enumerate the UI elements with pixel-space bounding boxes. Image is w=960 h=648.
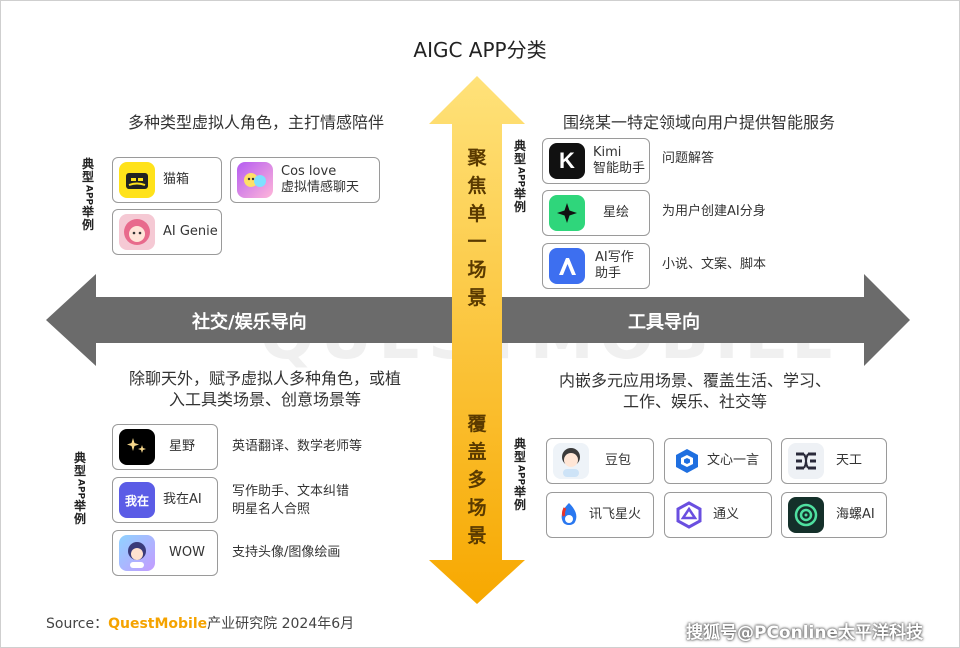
app-card-coslove[interactable]: Cos love 虚拟情感聊天 (230, 157, 380, 203)
app-card-maoxiang[interactable]: 猫箱 (112, 157, 222, 203)
quadrant-tr-example-label: 典型 APP 举例 (510, 140, 530, 214)
coslove-icon (237, 162, 273, 198)
app-name: Cos love 虚拟情感聊天 (281, 164, 359, 196)
app-note-kimi: 问题解答 (662, 150, 714, 168)
app-card-aigenie[interactable]: AI Genie (112, 209, 222, 255)
app-name: AI写作 助手 (595, 250, 634, 282)
app-name: 星野 (169, 439, 195, 455)
source-note: Source：QuestMobile产业研究院 2024年6月 (46, 613, 354, 633)
app-note-wozai: 写作助手、文本纠错 明星名人合照 (232, 483, 349, 519)
quadrant-bl-description: 除聊天外，赋予虚拟人多种角色，或植 入工具类场景、创意场景等 (90, 368, 440, 410)
axis-left-label: 社交/娱乐导向 (192, 308, 307, 334)
quadrant-tr-description: 围绕某一特定领域向用户提供智能服务 (534, 112, 864, 133)
axis-bottom-label: 覆盖多 场景 (462, 410, 492, 550)
hailuo-icon (788, 497, 824, 533)
app-name: AI Genie (163, 224, 218, 240)
app-card-wozai[interactable]: 我在 我在AI (112, 477, 218, 523)
quadrant-tl-example-label: 典型 APP 举例 (78, 158, 98, 232)
app-card-hailuo[interactable]: 海螺AI (781, 492, 887, 538)
maoxiang-icon (119, 162, 155, 198)
xunfei-icon (551, 497, 587, 533)
app-card-tongyi[interactable]: 通义 (664, 492, 772, 538)
footer-watermark: 搜狐号@PConline太平洋科技 (686, 618, 923, 643)
app-note-aixiezuo: 小说、文案、脚本 (662, 256, 766, 274)
app-card-tiangong[interactable]: 天工 (781, 438, 887, 484)
app-card-aixiezuo[interactable]: AI写作 助手 (542, 243, 650, 289)
app-card-xunfei[interactable]: 讯飞星火 (546, 492, 654, 538)
axis-right-label: 工具导向 (628, 308, 700, 334)
quadrant-bl-example-label: 典型 APP 举例 (70, 452, 90, 526)
tiangong-icon (788, 443, 824, 479)
app-name: 我在AI (163, 492, 202, 508)
wow-icon (119, 535, 155, 571)
doubao-icon (553, 443, 589, 479)
app-name: 文心一言 (707, 453, 759, 469)
app-note-wow: 支持头像/图像绘画 (232, 544, 340, 562)
app-name: 猫箱 (163, 172, 189, 188)
app-name: WOW (169, 545, 205, 561)
app-card-xinghui[interactable]: 星绘 (542, 190, 650, 236)
quadrant-br-description: 内嵌多元应用场景、覆盖生活、学习、 工作、娱乐、社交等 (530, 370, 860, 412)
wozai-icon: 我在 (119, 482, 155, 518)
app-card-wow[interactable]: WOW (112, 530, 218, 576)
app-note-xinghui: 为用户创建AI分身 (662, 203, 766, 221)
app-name: 星绘 (603, 205, 629, 221)
quadrant-tl-description: 多种类型虚拟人角色，主打情感陪伴 (96, 112, 416, 133)
app-name: 天工 (836, 453, 862, 469)
aigenie-icon (119, 214, 155, 250)
wenxin-icon (669, 443, 705, 479)
app-name: 豆包 (605, 453, 631, 469)
app-name: 讯飞星火 (589, 507, 641, 523)
axis-top-label: 聚焦单 一场景 (462, 144, 492, 312)
kimi-icon: K (549, 143, 585, 179)
aixiezuo-icon (549, 248, 585, 284)
app-card-kimi[interactable]: K Kimi 智能助手 (542, 138, 650, 184)
tongyi-icon (671, 497, 707, 533)
app-note-xingye: 英语翻译、数学老师等 (232, 438, 362, 456)
quadrant-br-example-label: 典型 APP 举例 (510, 438, 530, 512)
app-card-wenxin[interactable]: 文心一言 (664, 438, 772, 484)
app-card-xingye[interactable]: 星野 (112, 424, 218, 470)
xingye-icon (119, 429, 155, 465)
app-name: 海螺AI (836, 507, 875, 523)
app-card-doubao[interactable]: 豆包 (546, 438, 654, 484)
xinghui-icon (549, 195, 585, 231)
app-name: 通义 (713, 507, 739, 523)
app-name: Kimi 智能助手 (593, 145, 645, 177)
